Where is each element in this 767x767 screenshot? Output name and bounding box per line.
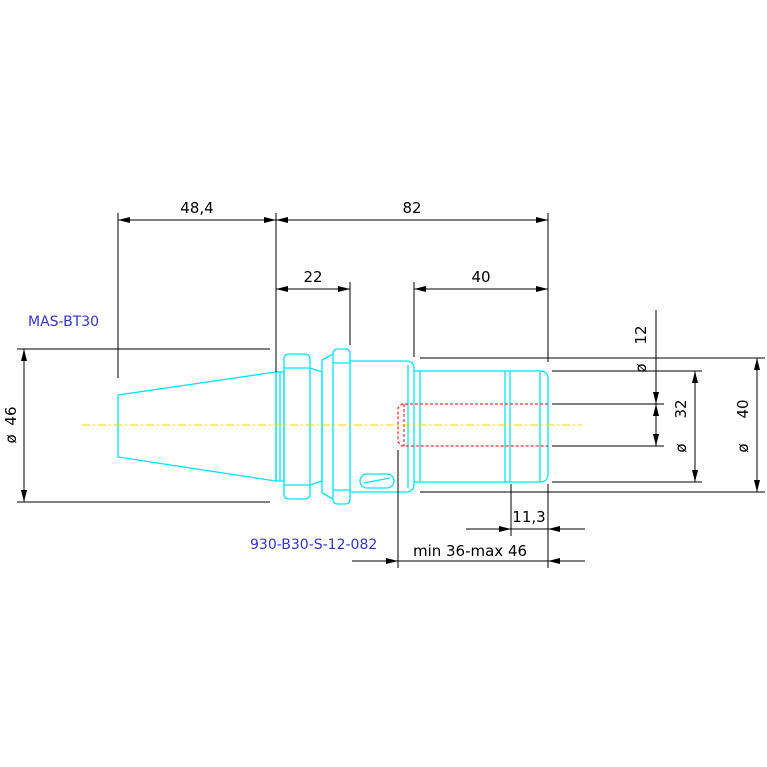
v-groove-flank: [321, 353, 334, 500]
dim-taper-diameter: ø 46: [2, 348, 270, 503]
flange-rear: [332, 348, 351, 505]
dim-nose-length-value: 40: [471, 268, 490, 286]
dim-bore-diameter: 12 ø: [552, 310, 664, 447]
body: [350, 360, 415, 493]
dim-flange-length: 22: [276, 268, 350, 292]
dim-taper-diameter-symbol: ø: [2, 434, 20, 443]
bore-outline: [397, 403, 548, 447]
dimensions: 48,4 82 22 40: [2, 199, 765, 568]
dim-body-diameter-value: 40: [734, 399, 752, 418]
dim-taper-length: 48,4: [118, 199, 276, 223]
dim-total-length-value: 82: [402, 199, 421, 217]
holder-label: MAS-BT30: [28, 314, 99, 330]
nose: [414, 370, 549, 483]
dim-nose-diameter-symbol: ø: [672, 443, 690, 452]
dim-nose-length: 40: [414, 268, 548, 292]
v-groove: [309, 367, 323, 486]
dim-body-diameter: 40 ø: [420, 357, 765, 493]
dim-slot-offset-value: 11,3: [512, 508, 545, 526]
dim-clamping-range: min 36-max 46: [352, 450, 585, 568]
tool-holder-outline: [117, 348, 549, 505]
dim-bore-diameter-value: 12: [632, 325, 650, 344]
dim-body-diameter-symbol: ø: [734, 443, 752, 452]
clamping-slot: [359, 473, 395, 489]
part-number: 930-B30-S-12-082: [250, 537, 377, 553]
dim-taper-diameter-value: 46: [2, 406, 20, 425]
clamping-slot-line: [363, 477, 391, 484]
dim-flange-length-value: 22: [303, 268, 322, 286]
flange-front: [283, 353, 311, 500]
dim-bore-diameter-symbol: ø: [632, 363, 650, 372]
taper-cone: [117, 371, 277, 482]
svg-text:ø 46: ø 46: [2, 406, 20, 443]
dim-nose-diameter: 32 ø: [552, 370, 702, 483]
dim-nose-diameter-value: 32: [672, 399, 690, 418]
dim-total-length: 82: [276, 199, 548, 223]
dim-slot-offset: 11,3: [466, 484, 585, 568]
dim-clamping-range-value: min 36-max 46: [413, 542, 527, 560]
dim-taper-length-value: 48,4: [180, 199, 213, 217]
